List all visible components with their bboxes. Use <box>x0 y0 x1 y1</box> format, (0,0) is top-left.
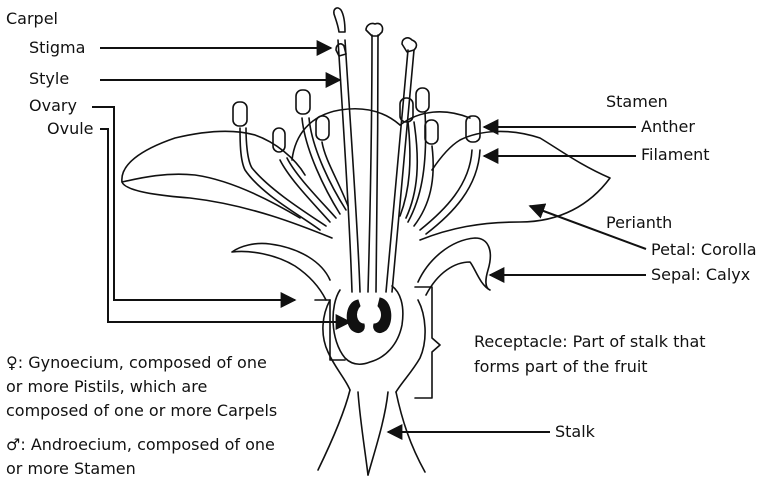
label-receptacle-line1: Receptacle: Part of stalk that <box>474 332 706 352</box>
anther-l1 <box>233 102 247 126</box>
label-stamen: Stamen <box>606 92 668 112</box>
note-gynoecium-line1: ♀: Gynoecium, composed of one <box>6 352 267 374</box>
filament-r4b <box>426 150 480 234</box>
anther-r2 <box>416 88 429 112</box>
stigma-2 <box>366 23 383 36</box>
label-stigma: Stigma <box>29 38 85 58</box>
back-petal-2 <box>400 112 470 125</box>
style-center-b <box>376 35 378 292</box>
label-receptacle-line2: forms part of the fruit <box>474 357 648 377</box>
right-petal <box>420 131 610 240</box>
left-petal <box>122 131 332 238</box>
ovary-wall <box>333 286 403 364</box>
left-petal-fold <box>122 174 300 218</box>
stalk-left-inner <box>358 392 368 475</box>
label-ovary: Ovary <box>29 96 77 116</box>
stigma-4 <box>336 44 346 56</box>
receptacle-bracket <box>415 287 440 398</box>
anther-r4 <box>466 116 480 142</box>
left-sepal <box>232 243 330 300</box>
label-filament: Filament <box>641 145 710 165</box>
style-right-b <box>392 50 414 292</box>
label-perianth: Perianth <box>606 213 672 233</box>
note-androecium-line1: ♂: Androecium, composed of one <box>6 434 275 456</box>
label-petal: Petal: Corolla <box>651 240 757 260</box>
stigma-3 <box>402 38 416 52</box>
note-androecium-line2: or more Stamen <box>6 458 136 480</box>
label-stalk: Stalk <box>555 422 595 442</box>
ovule-right <box>374 298 391 332</box>
filament-r1 <box>400 122 410 216</box>
label-anther: Anther <box>641 117 695 137</box>
filament-l3 <box>302 118 340 214</box>
stigma-1 <box>334 8 345 32</box>
anther-r3 <box>425 120 438 144</box>
label-carpel: Carpel <box>6 9 58 29</box>
stalk-left <box>318 390 350 470</box>
style-center <box>368 35 372 292</box>
filament-r4 <box>420 150 472 230</box>
label-ovule: Ovule <box>47 119 94 139</box>
label-style: Style <box>29 69 69 89</box>
back-petal <box>292 109 400 160</box>
note-gynoecium-line2: or more Pistils, which are <box>6 376 207 398</box>
style-left-b <box>345 40 360 292</box>
ovary-arrow <box>92 107 295 300</box>
style-left <box>338 40 352 292</box>
style-right <box>386 50 408 292</box>
anther-l3 <box>296 90 310 114</box>
anther-l4 <box>316 116 329 140</box>
ovule-left <box>347 300 364 332</box>
stalk-right-inner <box>368 392 388 475</box>
note-gynoecium-line3: composed of one or more Carpels <box>6 400 277 422</box>
label-sepal: Sepal: Calyx <box>651 265 750 285</box>
filament-l2b <box>287 158 336 218</box>
